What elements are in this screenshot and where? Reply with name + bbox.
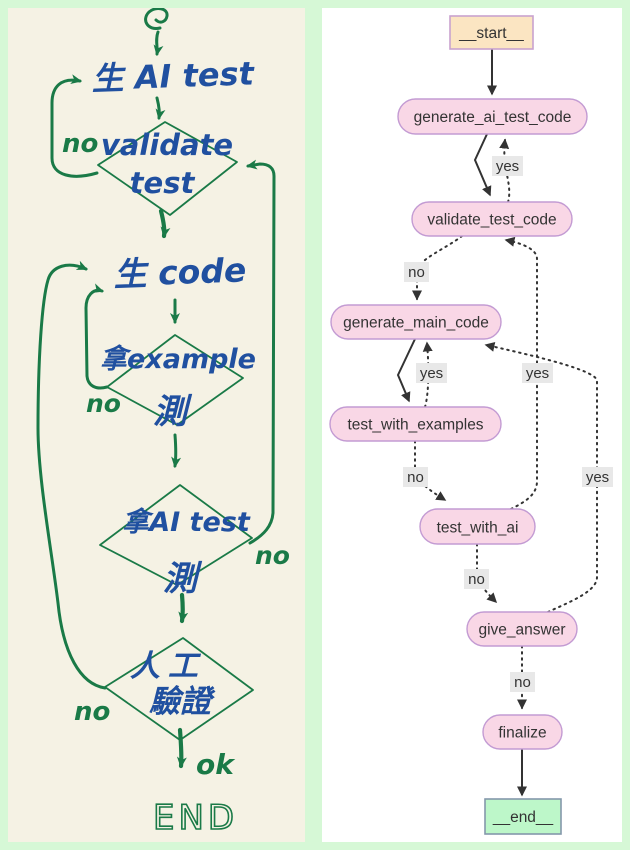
edge-start-to-step1 [153,30,164,56]
rendered-graph-panel: yes no yes yes yes no no no [322,8,622,842]
node-finalize: finalize [482,714,563,750]
decision-ai-test-line2: 測 [163,559,203,599]
rendered-graph: yes no yes yes yes no no no [329,15,613,835]
edge-validate-no-generate-main [412,235,463,301]
edge-decision1-to-step2 [158,208,171,239]
edge-step1-to-decision1 [155,96,166,120]
svg-text:finalize: finalize [498,725,546,742]
edge-ai-test-no-loop [246,159,276,545]
label-ok: ok [196,748,236,781]
svg-text:no: no [407,469,424,486]
start-doodle-icon [144,8,169,30]
label-no-ai-test: no [255,541,290,570]
svg-text:test_with_ai: test_with_ai [437,520,519,537]
svg-text:no: no [468,571,485,588]
edge-decision3-to-decision4 [178,592,189,624]
node-test-with-examples: test_with_examples [329,406,502,442]
svg-text:no: no [514,674,531,691]
edge-decision2-to-decision3 [171,433,182,468]
svg-text:generate_main_code: generate_main_code [343,315,489,332]
node-generate-ai-test-code: generate_ai_test_code [397,98,588,135]
edge-label-ai-no: no [464,569,489,589]
decision-validate-line1: validate [101,128,233,162]
decision-ai-test-line1: 拿AI test [122,507,251,538]
step-generate-ai-test: 生 AI test [91,54,256,98]
decision-example-line1: 拿example [100,344,256,375]
svg-text:__end__: __end__ [492,809,554,826]
node-end: __end__ [484,798,562,835]
edge-generate-main-to-test-examples [396,338,416,403]
edge-validate-no-loop [50,74,99,178]
edge-example-no-loop [84,283,109,390]
decision-example-line2: 測 [153,392,193,432]
edge-generate-ai-to-validate [473,133,492,197]
label-no-validate: no [62,129,98,159]
svg-text:yes: yes [420,365,443,382]
label-no-example: no [86,389,121,418]
edge-label-answer-yes: yes [582,467,613,487]
edge-give-answer-yes-generate-main [484,341,598,613]
hand-drawn-flowchart-panel: 生 AI test validate test no 生 code 拿examp… [8,8,305,842]
edge-label-validate-no: no [404,262,429,282]
node-test-with-ai: test_with_ai [419,508,536,545]
edge-label-examples-no: no [403,467,428,487]
step-generate-code: 生 code [113,250,247,294]
svg-text:validate_test_code: validate_test_code [427,212,556,229]
node-generate-main-code: generate_main_code [330,304,502,340]
svg-text:__start__: __start__ [458,25,524,42]
edge-label-examples-yes: yes [416,363,447,383]
node-give-answer: give_answer [466,611,578,647]
decision-ai-test-diamond [99,484,253,586]
label-no-manual: no [74,697,110,727]
decision-example-diamond [106,334,244,426]
node-start: __start__ [449,15,534,50]
svg-text:test_with_examples: test_with_examples [347,417,483,434]
svg-text:no: no [408,264,425,281]
node-validate-test-code: validate_test_code [411,201,573,237]
svg-text:generate_ai_test_code: generate_ai_test_code [414,109,572,126]
svg-text:give_answer: give_answer [478,622,565,639]
decision-validate-line2: test [130,166,196,200]
end-label: END [153,798,238,838]
edge-label-ai-yes: yes [522,363,553,383]
svg-text:yes: yes [586,469,609,486]
svg-text:yes: yes [526,365,549,382]
hand-drawn-flowchart: 生 AI test validate test no 生 code 拿examp… [36,8,290,839]
edge-label-validate-yes: yes [492,156,523,176]
svg-text:yes: yes [496,158,519,175]
decision-manual-line1: 人工 [130,649,206,684]
decision-validate-diamond [97,121,238,216]
edge-manual-no-loop [36,260,107,690]
edge-decision4-to-end [176,727,187,769]
edge-label-answer-no: no [510,672,535,692]
decision-manual-line2: 驗證 [149,684,216,720]
